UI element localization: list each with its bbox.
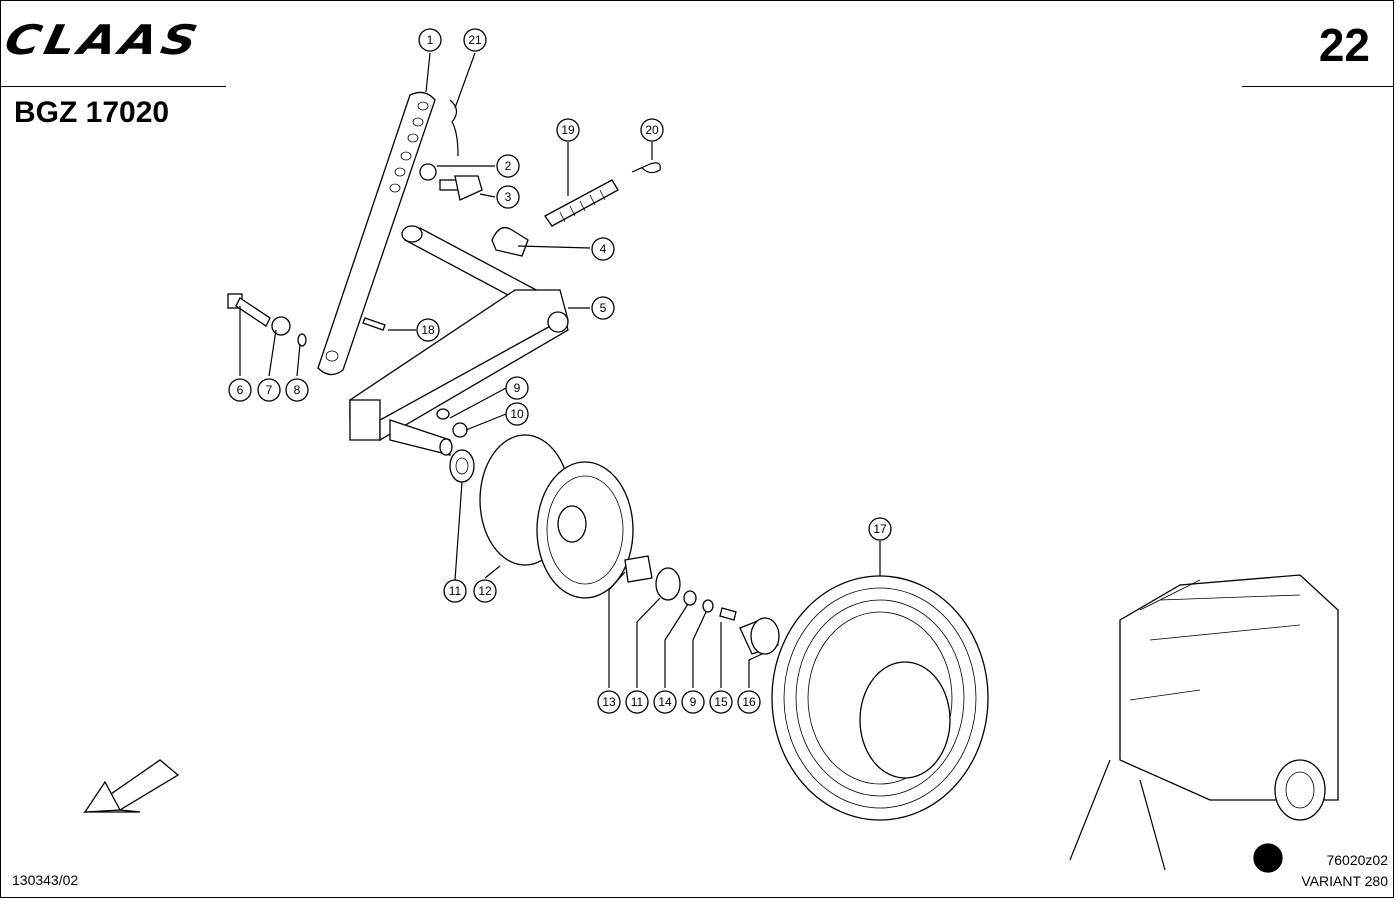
callout-3: 3 — [496, 185, 520, 209]
bolt-6 — [227, 293, 271, 327]
svg-text:1: 1 — [427, 33, 434, 47]
svg-text:4: 4 — [600, 242, 607, 256]
machine-overview — [1069, 574, 1339, 873]
spring-19 — [544, 179, 619, 227]
callout-2: 2 — [496, 154, 520, 178]
svg-text:9: 9 — [690, 695, 697, 709]
tyre-17 — [771, 575, 989, 821]
bolt-15 — [719, 607, 737, 621]
svg-text:7: 7 — [266, 383, 273, 397]
callout-9a: 9 — [505, 376, 529, 400]
footer-left-ref: 130343/02 — [12, 872, 79, 888]
callout-12: 12 — [473, 579, 497, 603]
svg-text:2: 2 — [505, 159, 512, 173]
clip-4 — [491, 226, 529, 257]
footer-model: VARIANT 280 — [1301, 873, 1388, 889]
callout-11b: 11 — [625, 690, 649, 714]
callout-10: 10 — [505, 402, 529, 426]
footer-right-ref: 76020z02 — [1326, 852, 1388, 868]
callout-11a: 11 — [443, 579, 467, 603]
hook-20 — [631, 162, 661, 174]
callout-5: 5 — [591, 296, 615, 320]
svg-text:12: 12 — [478, 584, 492, 598]
bushing-7 — [271, 316, 291, 336]
svg-text:13: 13 — [602, 695, 616, 709]
svg-text:11: 11 — [631, 695, 644, 709]
bolt-3 — [439, 175, 483, 201]
bearing-11b — [655, 567, 681, 601]
frame-part — [349, 225, 569, 456]
callout-14: 14 — [653, 690, 677, 714]
arm-part — [317, 91, 436, 376]
page-number: 22 — [1318, 19, 1370, 71]
svg-text:21: 21 — [468, 33, 482, 47]
callout-15: 15 — [709, 690, 733, 714]
svg-text:5: 5 — [600, 301, 607, 315]
svg-text:3: 3 — [505, 190, 512, 204]
svg-text:11: 11 — [449, 584, 462, 598]
callout-18: 18 — [416, 318, 440, 342]
cap-16 — [739, 617, 780, 655]
rim-12 — [479, 434, 634, 599]
svg-text:17: 17 — [873, 522, 887, 536]
arrow-down-left-icon — [82, 759, 180, 813]
callout-21: 21 — [463, 28, 487, 52]
callout-13: 13 — [597, 690, 621, 714]
svg-text:18: 18 — [421, 323, 435, 337]
callout-6: 6 — [228, 378, 252, 402]
sleeve-13 — [624, 555, 653, 583]
washer-8 — [297, 333, 307, 347]
washer-9b — [702, 599, 714, 613]
pin-18 — [362, 317, 386, 331]
clip-21 — [449, 99, 459, 157]
callout-1: 1 — [418, 28, 442, 52]
callout-19: 19 — [556, 118, 580, 142]
svg-text:6: 6 — [237, 383, 244, 397]
svg-text:16: 16 — [742, 695, 756, 709]
callout-20: 20 — [640, 118, 664, 142]
drawing-code: BGZ 17020 — [14, 96, 170, 129]
washer-9a — [436, 408, 450, 420]
callout-8: 8 — [285, 378, 309, 402]
svg-text:20: 20 — [645, 123, 659, 137]
header-rule-left — [0, 86, 226, 87]
callout-9b: 9 — [681, 690, 705, 714]
svg-text:10: 10 — [510, 407, 524, 421]
seal-14 — [683, 590, 697, 606]
washer-2 — [419, 163, 437, 181]
callout-7: 7 — [257, 378, 281, 402]
svg-text:19: 19 — [561, 123, 575, 137]
svg-text:9: 9 — [514, 381, 521, 395]
header-rule-right — [1242, 86, 1394, 87]
callout-17: 17 — [868, 517, 892, 541]
svg-text:15: 15 — [714, 695, 728, 709]
svg-text:8: 8 — [294, 383, 301, 397]
nut-10 — [452, 422, 468, 438]
svg-text:14: 14 — [658, 695, 672, 709]
callout-16: 16 — [737, 690, 761, 714]
bearing-11a — [449, 449, 475, 483]
callout-4: 4 — [591, 237, 615, 261]
